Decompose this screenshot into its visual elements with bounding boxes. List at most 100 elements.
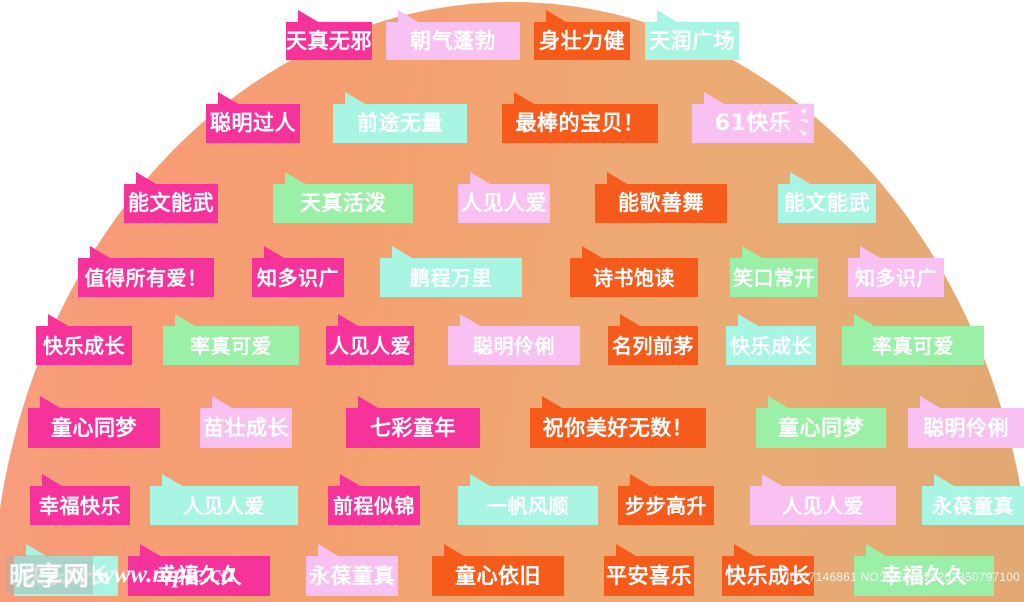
blessing-tag: 快乐成长 bbox=[14, 544, 118, 596]
tag-tail-icon bbox=[392, 246, 414, 259]
tag-tail-icon bbox=[264, 246, 286, 259]
tag-tail-icon bbox=[298, 10, 320, 23]
blessing-tag: 率真可爱 bbox=[842, 314, 984, 365]
blessing-tag: 人见人爱 bbox=[458, 172, 550, 223]
tag-label: 值得所有爱！ bbox=[84, 265, 208, 290]
tag-label: 快乐成长 bbox=[23, 563, 109, 588]
tag-label: 前程似锦 bbox=[333, 493, 415, 518]
tag-tail-icon bbox=[90, 246, 112, 259]
tag-label: 朝气蓬勃 bbox=[410, 28, 496, 53]
tag-label: 能歌善舞 bbox=[618, 191, 704, 215]
blessing-tag: 聪明伶俐 bbox=[908, 396, 1024, 448]
tag-tail-icon bbox=[854, 314, 876, 327]
tag-tail-icon bbox=[460, 314, 482, 327]
blessing-tag: 朝气蓬勃 bbox=[386, 10, 520, 60]
tag-label: 天真活泼 bbox=[300, 191, 386, 215]
blessing-tag: 人见人爱 bbox=[326, 314, 414, 365]
blessing-tag: 祝你美好无数！ bbox=[530, 396, 706, 448]
blessing-tag: 幸福快乐 bbox=[30, 474, 130, 525]
blessing-tag: 值得所有爱！ bbox=[78, 246, 214, 297]
blessing-tag: 聪明伶俐 bbox=[448, 314, 580, 365]
blessing-tag: 苗壮成长 bbox=[200, 396, 292, 448]
tag-tail-icon bbox=[738, 314, 760, 327]
blessing-tag: 身壮力健 bbox=[534, 10, 630, 60]
blessing-tag: 能文能武 bbox=[124, 172, 218, 223]
tag-tail-icon bbox=[620, 314, 642, 327]
blessing-tag: 61快乐 bbox=[692, 92, 814, 143]
tag-label: 诗书饱读 bbox=[593, 265, 675, 290]
blessing-tag: 能文能武 bbox=[778, 172, 876, 223]
blessing-tag: 一帆风顺 bbox=[458, 474, 598, 525]
blessing-tag: 平安喜乐 bbox=[604, 544, 694, 596]
tag-tail-icon bbox=[790, 172, 812, 185]
blessing-tag: 永葆童真 bbox=[306, 544, 398, 596]
tag-label: 率真可爱 bbox=[190, 333, 272, 358]
tag-tail-icon bbox=[338, 314, 360, 327]
tag-label: 率真可爱 bbox=[872, 333, 954, 358]
tag-tail-icon bbox=[212, 396, 234, 409]
tag-tail-icon bbox=[616, 544, 638, 557]
tag-label: 人见人爱 bbox=[329, 333, 411, 358]
tag-label: 知多识广 bbox=[855, 265, 937, 290]
blessing-tag: 最棒的宝贝！ bbox=[502, 92, 658, 143]
blessing-tag: 能歌善舞 bbox=[595, 172, 727, 223]
tag-label: 聪明伶俐 bbox=[473, 333, 555, 358]
tag-tail-icon bbox=[630, 474, 652, 487]
tag-tail-icon bbox=[175, 314, 197, 327]
tag-label: 一帆风顺 bbox=[487, 493, 569, 518]
tag-label: 人见人爱 bbox=[183, 493, 265, 518]
tag-tail-icon bbox=[318, 544, 340, 557]
tag-label: 聪明伶俐 bbox=[923, 415, 1009, 440]
tag-label: 人见人爱 bbox=[461, 191, 547, 215]
tag-label: 快乐成长 bbox=[725, 563, 811, 588]
blessing-tag: 人见人爱 bbox=[750, 474, 896, 525]
tag-label: 童心依旧 bbox=[455, 563, 541, 588]
tag-tail-icon bbox=[934, 474, 956, 487]
tag-label: 祝你美好无数！ bbox=[542, 415, 694, 440]
tag-label: 苗壮成长 bbox=[203, 415, 289, 440]
blessing-tag: 前程似锦 bbox=[328, 474, 420, 525]
tag-label: 身壮力健 bbox=[539, 28, 625, 53]
blessing-tag: 诗书饱读 bbox=[570, 246, 698, 297]
blessing-tag: 童心同梦 bbox=[756, 396, 886, 448]
tag-tail-icon bbox=[866, 544, 888, 557]
blessing-tag: 率真可爱 bbox=[163, 314, 299, 365]
tag-label: 人见人爱 bbox=[782, 493, 864, 518]
tag-tail-icon bbox=[542, 396, 564, 409]
sparkle-icon bbox=[799, 108, 808, 136]
tag-tail-icon bbox=[470, 172, 492, 185]
blessing-tag: 名列前茅 bbox=[608, 314, 698, 365]
tag-label: 天润广场 bbox=[649, 28, 735, 53]
tag-label: 步步高升 bbox=[625, 493, 707, 518]
tag-tail-icon bbox=[285, 172, 307, 185]
tag-tail-icon bbox=[40, 396, 62, 409]
tag-tail-icon bbox=[704, 92, 726, 105]
tag-label: 幸福久久 bbox=[881, 563, 967, 588]
tag-label: 永葆童真 bbox=[309, 563, 395, 588]
tag-tail-icon bbox=[345, 92, 367, 105]
tag-label: 聪明过人 bbox=[210, 111, 296, 135]
tag-tail-icon bbox=[140, 544, 162, 557]
blessing-tag: 笑口常开 bbox=[730, 246, 818, 297]
blessing-tag: 天真无邪 bbox=[286, 10, 372, 60]
tag-tail-icon bbox=[218, 92, 240, 105]
blessing-tag: 幸福久久 bbox=[854, 544, 994, 596]
tag-tail-icon bbox=[398, 10, 420, 23]
blessing-tag: 知多识广 bbox=[252, 246, 344, 297]
tag-tail-icon bbox=[734, 544, 756, 557]
tag-tail-icon bbox=[48, 314, 70, 327]
tag-tail-icon bbox=[136, 172, 158, 185]
tag-tail-icon bbox=[742, 246, 764, 259]
tag-label: 天真无邪 bbox=[286, 28, 372, 53]
tag-tail-icon bbox=[470, 474, 492, 487]
blessing-tag: 幸福久久 bbox=[128, 544, 270, 596]
tag-tail-icon bbox=[26, 544, 48, 557]
blessing-tag: 快乐成长 bbox=[36, 314, 132, 365]
tag-label: 能文能武 bbox=[128, 191, 214, 215]
blessing-tag: 快乐成长 bbox=[722, 544, 814, 596]
blessing-tag: 步步高升 bbox=[618, 474, 714, 525]
tag-label: 前途无量 bbox=[357, 111, 443, 135]
tag-tail-icon bbox=[762, 474, 784, 487]
tag-label: 幸福久久 bbox=[156, 563, 242, 588]
